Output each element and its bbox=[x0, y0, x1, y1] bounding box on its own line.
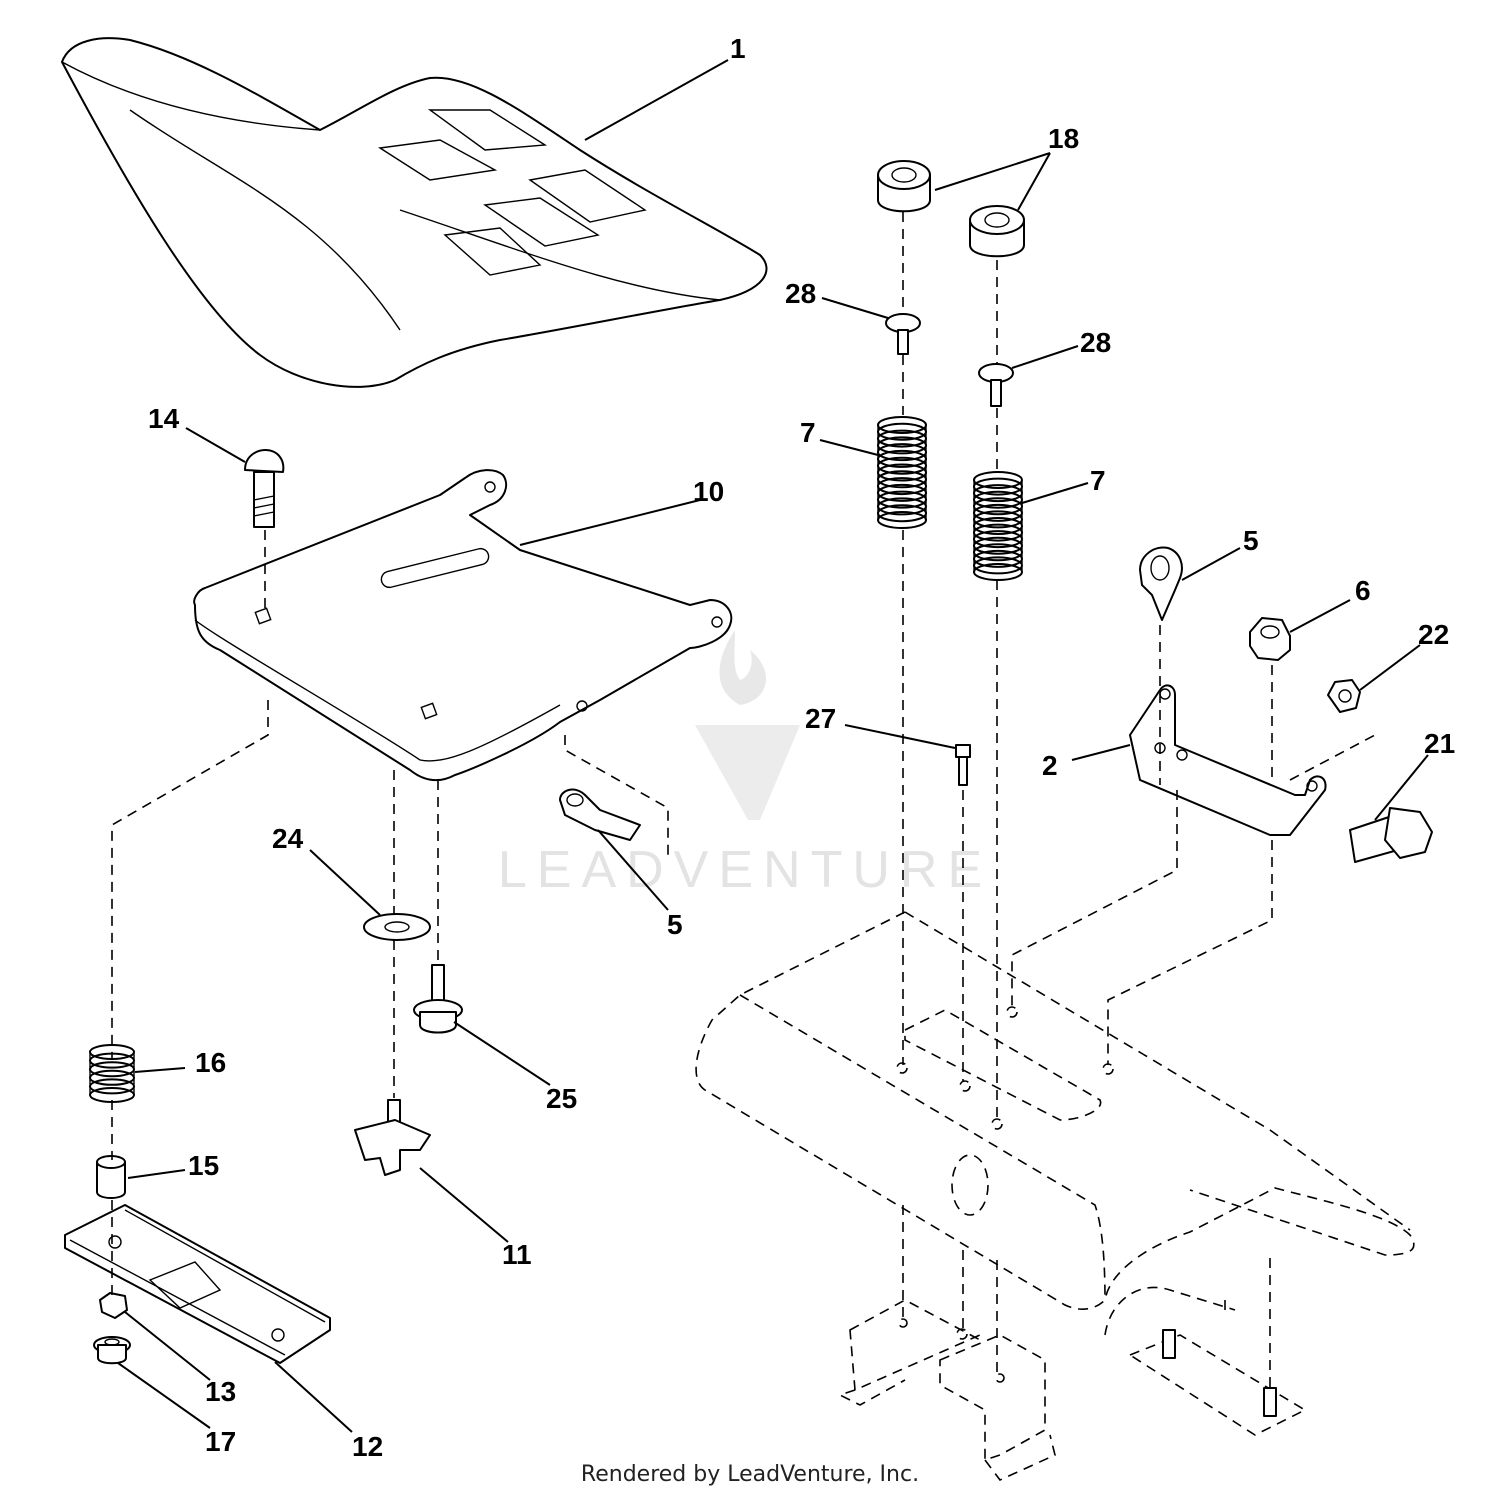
spring-coil bbox=[89, 1069, 135, 1086]
callout-10: 10 bbox=[693, 476, 724, 507]
spring-coil bbox=[89, 1061, 135, 1078]
callout-5-upper: 5 bbox=[1243, 525, 1259, 556]
spring-left bbox=[877, 416, 927, 529]
callout-28-left: 28 bbox=[785, 278, 816, 309]
spring-coil bbox=[89, 1078, 135, 1095]
flat-washer bbox=[363, 913, 431, 941]
callout-18: 18 bbox=[1048, 123, 1079, 154]
callout-11: 11 bbox=[502, 1239, 532, 1270]
footer-credit: Rendered by LeadVenture, Inc. bbox=[0, 1462, 1500, 1487]
frame-studs bbox=[1162, 1329, 1277, 1417]
spacer-right bbox=[969, 205, 1025, 258]
seat-pan bbox=[193, 469, 733, 782]
callout-13: 13 bbox=[205, 1376, 236, 1407]
seat bbox=[61, 37, 768, 388]
knob bbox=[354, 1099, 431, 1176]
hex-nut bbox=[1327, 679, 1361, 713]
shoulder-bolt bbox=[413, 964, 463, 1034]
leader-lines bbox=[117, 59, 1429, 1433]
screw-right bbox=[978, 363, 1014, 407]
clip-lower bbox=[559, 788, 641, 841]
slide-rail bbox=[64, 1204, 331, 1364]
callout-15: 15 bbox=[188, 1150, 219, 1181]
spring-right bbox=[973, 471, 1023, 581]
callout-12: 12 bbox=[352, 1431, 383, 1462]
callout-7-left: 7 bbox=[800, 417, 816, 448]
callout-14: 14 bbox=[148, 403, 180, 434]
callout-5-lower: 5 bbox=[667, 909, 683, 940]
watermark-text: LEADVENTURE bbox=[498, 841, 992, 899]
callout-6: 6 bbox=[1355, 575, 1371, 606]
screw-left bbox=[885, 313, 921, 355]
callout-17: 17 bbox=[205, 1426, 236, 1457]
spring-coil bbox=[89, 1087, 135, 1103]
callout-7-right: 7 bbox=[1090, 465, 1106, 496]
callout-27: 27 bbox=[805, 703, 836, 734]
watermark-logo bbox=[695, 630, 800, 820]
callout-labels: 1 18 28 28 14 10 7 7 5 6 22 27 2 21 24 5… bbox=[148, 33, 1455, 1462]
carriage-bolt bbox=[244, 449, 285, 528]
callout-25: 25 bbox=[546, 1083, 577, 1114]
spacer-left bbox=[877, 160, 931, 213]
callout-22: 22 bbox=[1418, 619, 1449, 650]
callout-21: 21 bbox=[1424, 728, 1455, 759]
callout-2: 2 bbox=[1042, 750, 1058, 781]
callout-28-right: 28 bbox=[1080, 327, 1111, 358]
flange-washer-nut bbox=[93, 1336, 131, 1365]
hex-bolt bbox=[1349, 807, 1433, 863]
footer-text: Rendered by LeadVenture, Inc. bbox=[580, 1462, 920, 1487]
callout-16: 16 bbox=[195, 1047, 226, 1078]
flange-nut bbox=[99, 1292, 128, 1319]
frame-outline bbox=[695, 911, 1415, 1481]
bracket bbox=[1129, 684, 1327, 836]
lock-nut bbox=[1249, 617, 1291, 661]
callout-1: 1 bbox=[730, 33, 746, 64]
callout-24: 24 bbox=[272, 823, 304, 854]
small-bolt bbox=[955, 744, 971, 786]
small-spacer bbox=[96, 1155, 126, 1199]
clip-upper bbox=[1139, 546, 1183, 621]
assembly-lines bbox=[111, 212, 1376, 1390]
